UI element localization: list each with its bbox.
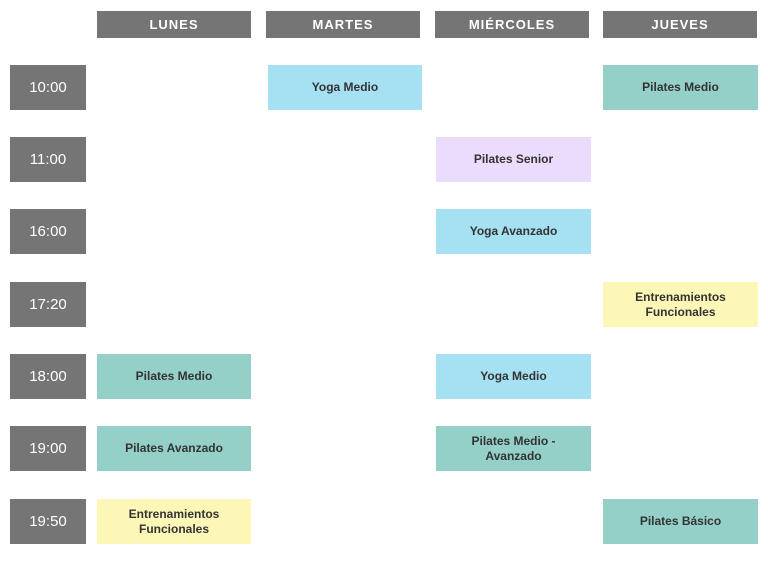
class-block[interactable]: Pilates Básico [603, 499, 758, 544]
day-header-martes: MARTES [266, 11, 420, 38]
class-block[interactable]: Entrenamientos Funcionales [603, 282, 758, 327]
day-header-lunes: LUNES [97, 11, 251, 38]
time-label: 10:00 [10, 65, 86, 110]
time-label: 11:00 [10, 137, 86, 182]
class-block[interactable]: Pilates Avanzado [97, 426, 251, 471]
class-block[interactable]: Entrenamientos Funcionales [97, 499, 251, 544]
class-block[interactable]: Yoga Medio [268, 65, 422, 110]
class-block[interactable]: Pilates Medio [97, 354, 251, 399]
class-block[interactable]: Yoga Avanzado [436, 209, 591, 254]
class-block[interactable]: Yoga Medio [436, 354, 591, 399]
time-label: 16:00 [10, 209, 86, 254]
time-label: 19:50 [10, 499, 86, 544]
time-label: 17:20 [10, 282, 86, 327]
class-block[interactable]: Pilates Senior [436, 137, 591, 182]
day-header-jueves: JUEVES [603, 11, 757, 38]
time-label: 19:00 [10, 426, 86, 471]
class-block[interactable]: Pilates Medio [603, 65, 758, 110]
day-header-miercoles: MIÉRCOLES [435, 11, 589, 38]
class-block[interactable]: Pilates Medio - Avanzado [436, 426, 591, 471]
time-label: 18:00 [10, 354, 86, 399]
